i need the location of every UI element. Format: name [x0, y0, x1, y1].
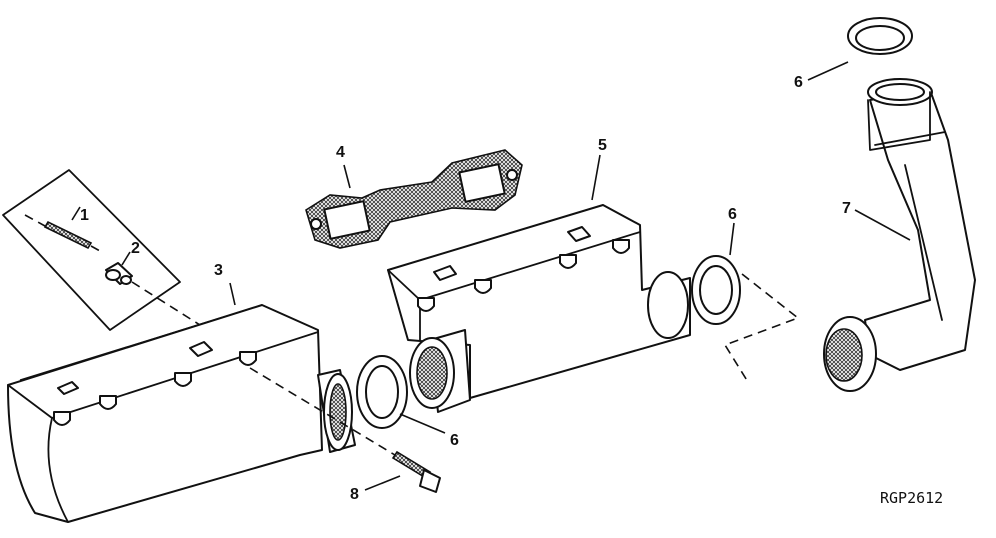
callout-5: 5 [598, 137, 607, 154]
callouts: 1 2 3 4 5 6 6 6 7 8 [71, 61, 911, 503]
callout-7: 7 [842, 200, 851, 217]
fitting-part [105, 262, 201, 326]
callout-3: 3 [214, 262, 223, 279]
seal-ring-left [356, 355, 408, 429]
seal-ring-top [847, 17, 913, 55]
callout-2: 2 [131, 240, 140, 257]
callout-6-left: 6 [450, 432, 459, 449]
callout-6-middle: 6 [728, 206, 737, 223]
drawing-code: RGP2612 [880, 489, 943, 507]
stud-part [24, 214, 101, 252]
callout-1: 1 [80, 207, 89, 224]
front-manifold [387, 204, 691, 413]
callout-6-top: 6 [794, 74, 803, 91]
alignment-guide [723, 273, 800, 383]
detail-inset [2, 169, 201, 331]
seal-ring-middle [691, 255, 741, 325]
manifold-gasket [305, 149, 523, 249]
rear-manifold [7, 304, 356, 523]
cap-screw [249, 367, 441, 493]
callout-4: 4 [336, 144, 345, 161]
callout-8: 8 [350, 486, 359, 503]
elbow-pipe [823, 78, 976, 392]
